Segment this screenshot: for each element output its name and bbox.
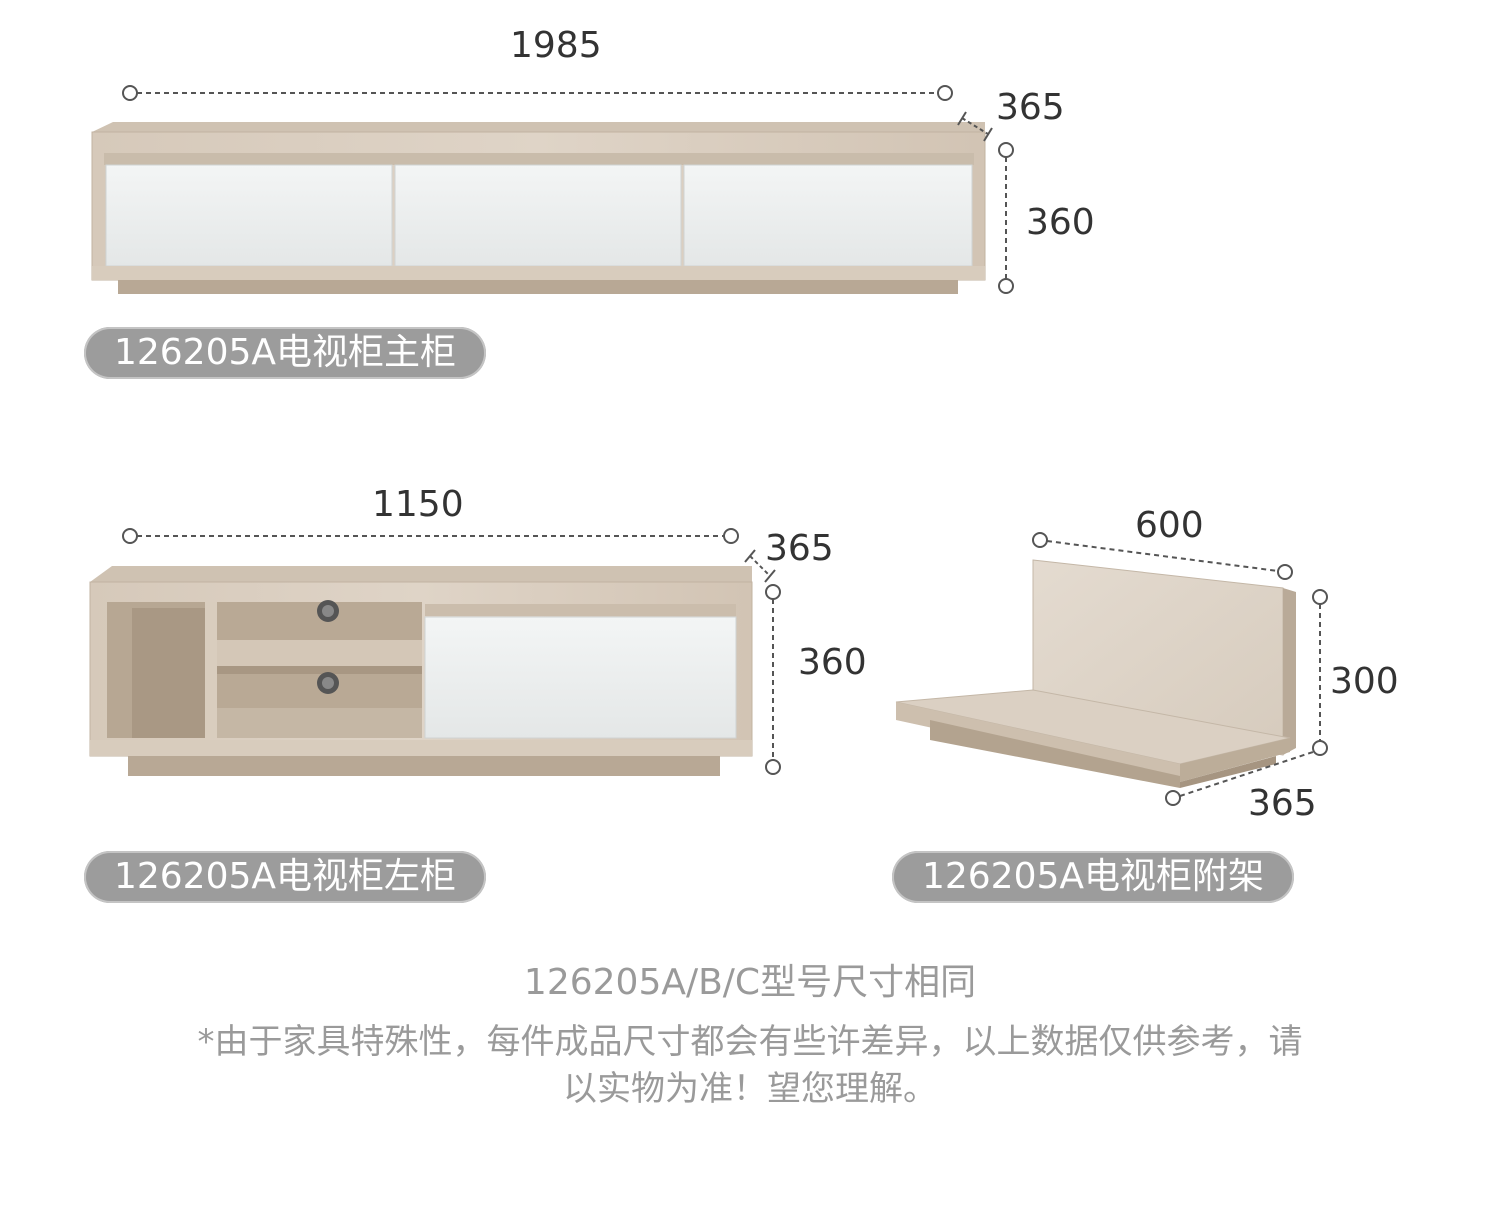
shelf-height-dimension-line	[1312, 589, 1328, 756]
left-depth-value: 365	[765, 528, 834, 569]
main-cabinet-image	[91, 122, 986, 294]
shelf-label: 126205A电视柜附架	[892, 851, 1294, 903]
left-height-value: 360	[798, 642, 867, 683]
main-cabinet-label: 126205A电视柜主柜	[84, 327, 486, 379]
shelf-width-value: 600	[1135, 505, 1204, 546]
shelf-height-value: 300	[1330, 661, 1399, 702]
main-height-value: 360	[1026, 202, 1095, 243]
main-width-dimension-line	[122, 85, 953, 101]
left-cabinet-label: 126205A电视柜左柜	[84, 851, 486, 903]
left-depth-dimension-line	[744, 549, 776, 583]
left-width-dimension-line	[122, 528, 739, 544]
main-depth-value: 365	[996, 87, 1065, 128]
left-height-dimension-line	[765, 584, 781, 775]
left-width-value: 1150	[372, 484, 464, 525]
main-depth-dimension-line	[957, 111, 993, 142]
shelf-depth-dimension-line	[1165, 751, 1314, 806]
shelf-image	[895, 559, 1296, 788]
models-note: 126205A/B/C型号尺寸相同	[523, 962, 977, 1003]
main-width-value: 1985	[510, 25, 602, 66]
disclaimer-line-2: 以实物为准！望您理解。	[563, 1069, 937, 1109]
left-cabinet-image	[89, 566, 753, 776]
main-height-dimension-line	[998, 142, 1014, 294]
disclaimer-line-1: *由于家具特殊性，每件成品尺寸都会有些许差异，以上数据仅供参考，请	[197, 1022, 1303, 1062]
shelf-width-dimension-line	[1032, 532, 1293, 580]
shelf-depth-value: 365	[1248, 783, 1317, 824]
